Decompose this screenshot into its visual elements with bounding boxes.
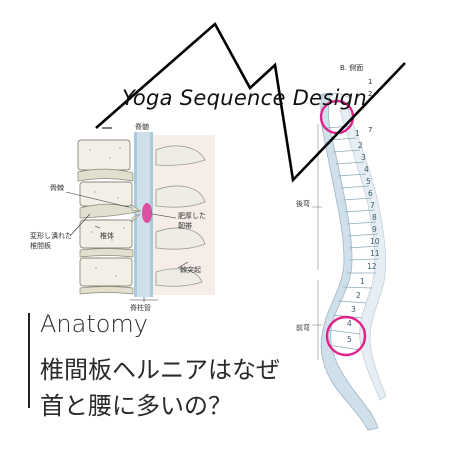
category-label: Anatomy [40, 310, 149, 338]
spine-lateral-diagram: 1 2 3 4 5 6 7 8 9 10 11 12 1 2 3 4 5 1 2… [296, 63, 387, 431]
label-deformed-disc-line2: 椎間板 [30, 241, 51, 250]
title-line-1: 椎間板ヘルニアはなぜ [40, 356, 280, 384]
vertebra-number: 4 [347, 319, 352, 328]
vertebral-body [79, 181, 133, 207]
cervical-numbers: 1 2 7 [368, 78, 372, 134]
cervical-number: 1 [368, 78, 372, 86]
label-kyphosis: 後弯 [296, 199, 310, 208]
vertebra-number: 9 [372, 225, 377, 234]
vertebra-number: 5 [347, 335, 352, 344]
label-lordosis: 前弯 [296, 323, 310, 332]
bone-texture [89, 147, 125, 277]
disc-cross-section-diagram: 脊髄 骨棘 変形し潰れた 椎間板 椎体 肥厚した 靭帯 棘突起 脊柱管 [30, 122, 215, 312]
vertebra-numbers: 1 2 3 4 5 6 7 8 9 10 11 12 1 2 3 4 5 [347, 129, 380, 344]
label-spinous-process: 棘突起 [180, 265, 201, 274]
cervical-number: 2 [368, 90, 372, 98]
vertebra-number: 4 [364, 165, 369, 174]
vertebra-lines [325, 125, 380, 351]
label-deformed-disc-line1: 変形し潰れた [30, 231, 72, 240]
view-label: B. 側面 [340, 63, 363, 72]
label-osteophyte: 骨棘 [50, 184, 64, 192]
label-vertebral-body: 椎体 [100, 231, 114, 240]
vertebral-body [77, 139, 131, 171]
vertebra-number: 5 [366, 177, 371, 186]
leader-lines [65, 191, 189, 302]
intervertebral-discs [77, 168, 142, 295]
spine-silhouette [320, 94, 379, 431]
vertebral-body [79, 257, 133, 287]
vertebra-number: 8 [372, 213, 377, 222]
label-spinal-canal: 脊柱管 [130, 303, 151, 312]
ligament-highlight [142, 203, 152, 223]
vertebra-number: 2 [356, 291, 361, 300]
vertebra-number: 2 [358, 141, 363, 150]
zigzag-decoration [95, 21, 406, 183]
label-ligament-line2: 靭帯 [178, 221, 192, 230]
cervical-number: 7 [368, 126, 372, 134]
vertebral-bodies [77, 139, 133, 287]
vertebra-number: 11 [370, 249, 380, 258]
spinous-processes [155, 145, 206, 287]
vertebra-number: 1 [355, 129, 360, 138]
vertebra-number: 1 [360, 277, 365, 286]
title-line-2: 首と腰に多いの？ [40, 392, 232, 420]
heading-accent-bar [28, 313, 30, 408]
vertebra-number: 7 [370, 201, 375, 210]
highlight-circle-lumbar [325, 315, 367, 357]
vertebra-number: 10 [370, 237, 380, 246]
vertebra-number: 3 [361, 153, 366, 162]
vertebral-body [79, 219, 133, 249]
label-spinal-cord: 脊髄 [135, 122, 149, 131]
vertebra-number: 12 [367, 262, 377, 271]
label-ligament-line1: 肥厚した [178, 212, 206, 220]
vertebra-number: 6 [368, 189, 373, 198]
deformed-disc [79, 203, 142, 219]
vertebra-number: 3 [351, 305, 356, 314]
brand-title: Yoga Sequence Design [122, 86, 368, 110]
